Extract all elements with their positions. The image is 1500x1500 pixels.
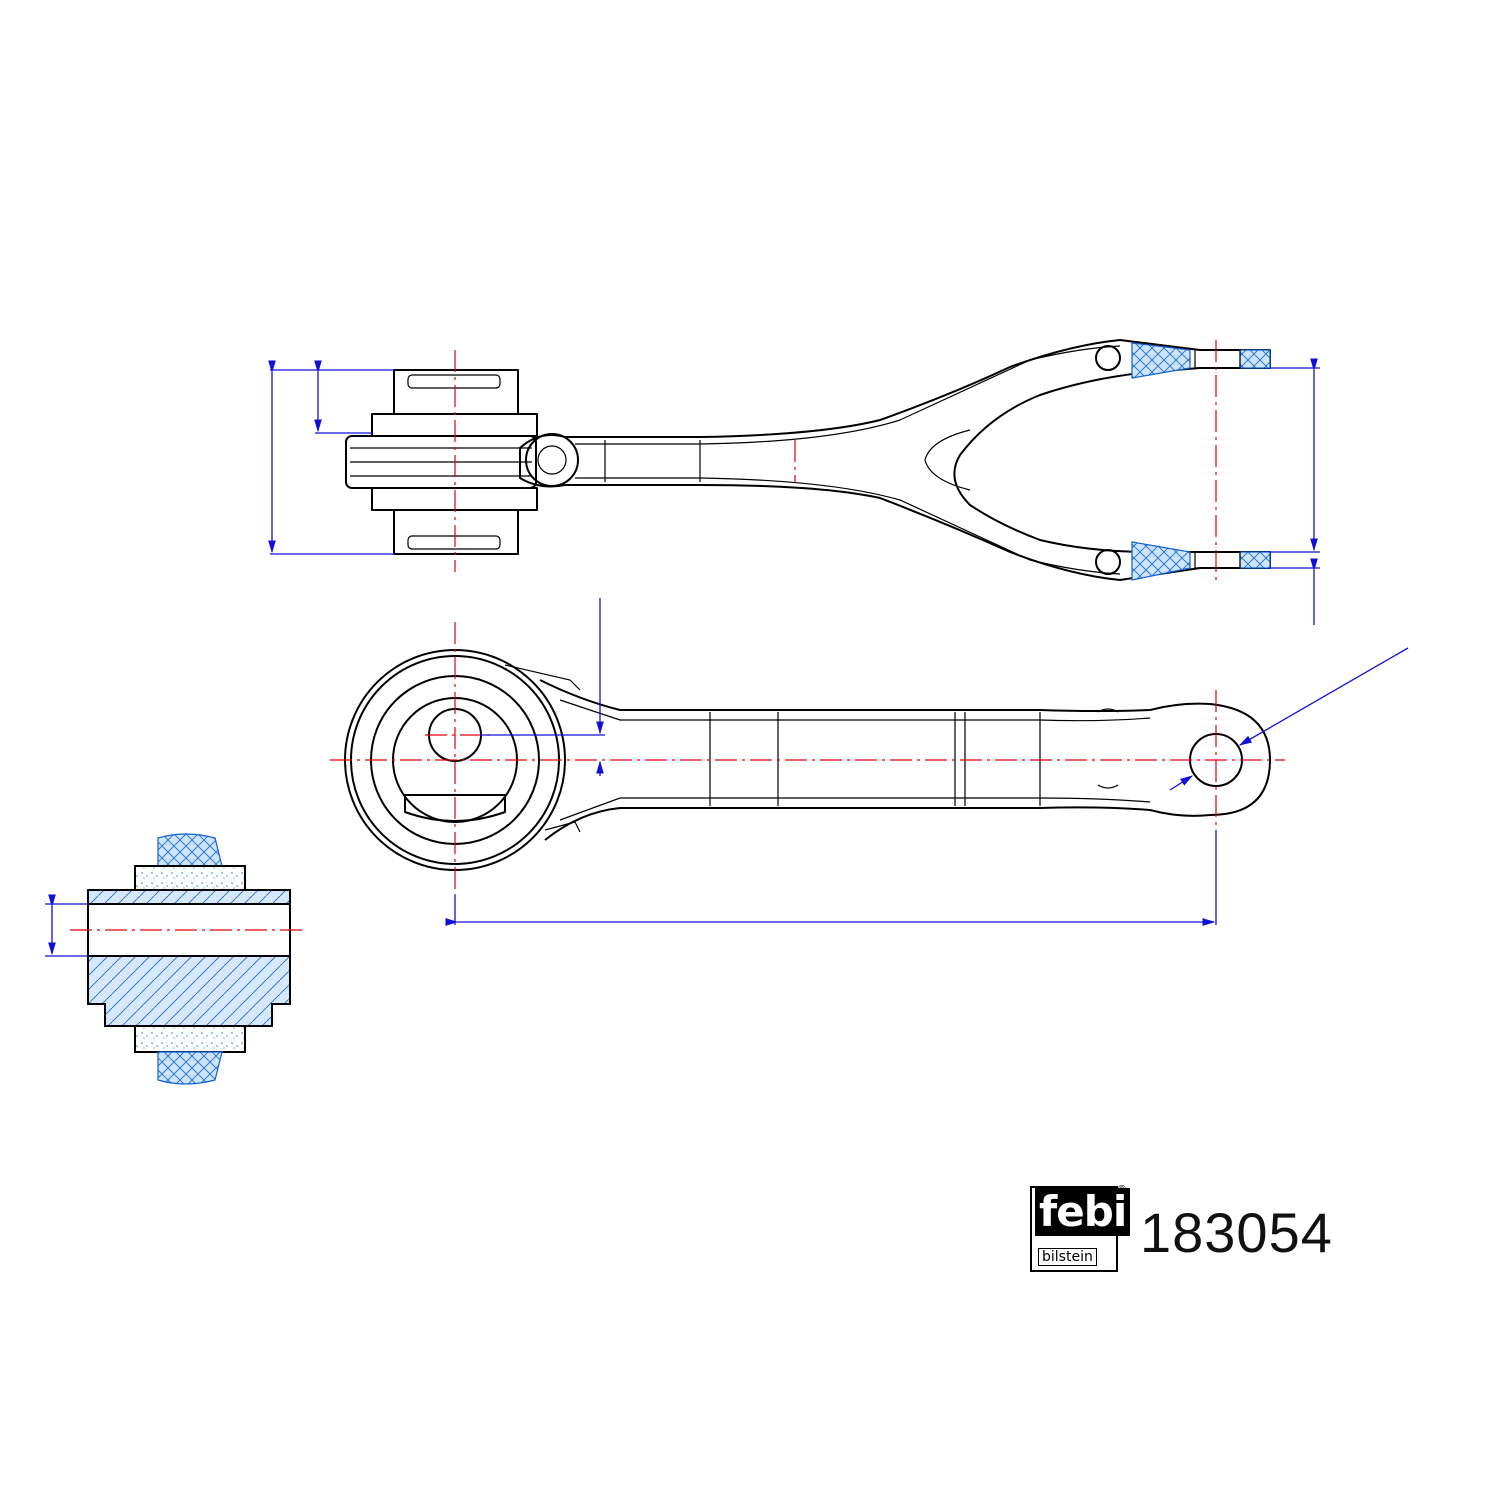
logo-word: febi	[1035, 1188, 1131, 1236]
section-outer-top	[157, 833, 223, 867]
fork-section-lower-b	[1239, 551, 1271, 569]
bushing-body-lines	[350, 447, 532, 477]
arm-section-lines-side	[709, 712, 1041, 806]
arm-edge-upper	[575, 345, 1121, 445]
fork-bore-lower	[1194, 551, 1241, 569]
ball-joint-boss	[525, 433, 579, 487]
logo-sub: bilstein	[1038, 1248, 1097, 1266]
bushing-void	[404, 794, 506, 822]
section-sleeve-top	[87, 889, 291, 905]
section-sleeve-bottom	[87, 955, 291, 1027]
side-view	[330, 598, 1409, 926]
part-number: 183054	[1140, 1201, 1333, 1264]
dim-eye-diameter-a	[1238, 647, 1409, 746]
ball-joint-hole	[537, 445, 567, 475]
section-outer-bottom	[157, 1051, 223, 1085]
bushing-top-slot	[407, 374, 501, 389]
arm-outline-top	[519, 339, 1271, 581]
fork-eye-lower	[1095, 549, 1121, 575]
fork-section-upper-a	[1131, 342, 1191, 379]
arm-section-lines	[604, 440, 701, 482]
fork-section-lower-a	[1131, 541, 1191, 581]
section-rubber-bottom	[134, 1025, 246, 1053]
arm-edge-lower	[575, 477, 1121, 575]
arm-ribs-side	[1097, 708, 1119, 789]
fork-inner-web	[924, 429, 971, 491]
febi-bilstein-logo: febi bilstein	[1030, 1186, 1131, 1274]
fork-section-upper-b	[1239, 349, 1271, 369]
dim-eye-diameter-b	[1169, 775, 1194, 791]
fork-eye-upper	[1095, 345, 1121, 371]
registered-mark: ®	[1117, 1184, 1127, 1195]
arm-boss-side	[504, 664, 581, 833]
bushing-bottom-flange	[393, 509, 519, 555]
top-view	[268, 339, 1320, 625]
section-rubber-top	[134, 865, 246, 891]
fork-bore-upper	[1194, 349, 1241, 369]
bushing-bottom-slot	[407, 535, 501, 550]
bushing-section	[45, 833, 305, 1085]
